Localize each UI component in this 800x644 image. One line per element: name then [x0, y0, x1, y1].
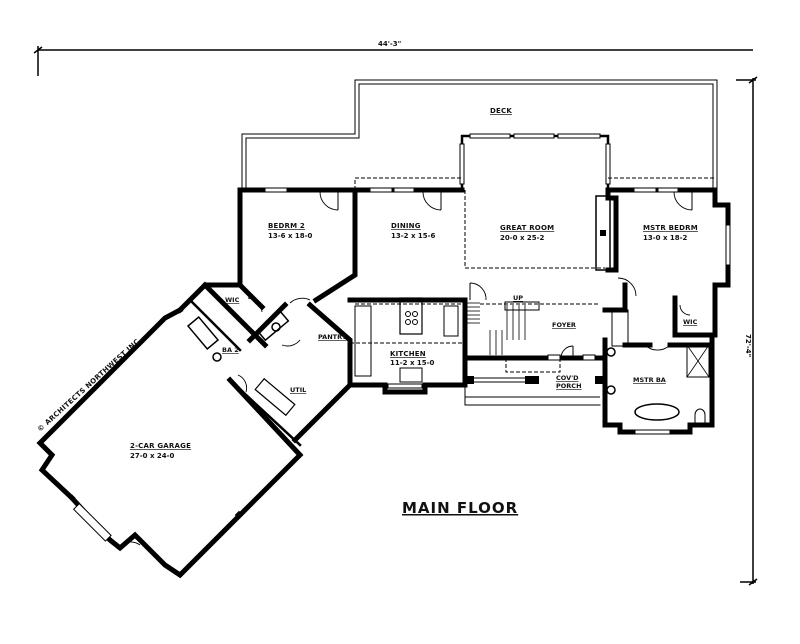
overall-width-label: 44'-3"	[378, 40, 401, 48]
depth-dimension: 72'-4"	[736, 76, 758, 586]
wic-right-label: WIC	[683, 318, 698, 326]
pantry-label: PANTRY	[318, 333, 347, 341]
stair-up-label: UP	[513, 294, 523, 302]
room-great-room: GREAT ROOM 20-0 x 25-2	[500, 187, 619, 273]
dining-label: DINING	[391, 222, 421, 230]
wic-left-label: WIC	[225, 296, 240, 304]
room-mstr-ba: WIC MSTR BA	[602, 295, 715, 435]
ba2-label: BA 2	[222, 346, 239, 354]
garage-dims: 27-0 x 24-0	[130, 452, 175, 460]
room-dining: DINING 13-2 x 15-6	[391, 191, 442, 240]
room-covd-porch: COV'D PORCH	[464, 358, 603, 406]
room-kitchen: KITCHEN 11-2 x 15-0	[347, 297, 468, 395]
deck-label: DECK	[490, 107, 512, 115]
great-room-bumpout	[459, 133, 611, 192]
foyer-label: FOYER	[552, 321, 576, 329]
mstr-ba-label: MSTR BA	[633, 376, 666, 384]
mstr-bedrm-dims: 13-0 x 18-2	[643, 234, 688, 242]
kitchen-label: KITCHEN	[390, 350, 426, 358]
porch-label-line2: PORCH	[556, 382, 582, 390]
great-room-label: GREAT ROOM	[500, 224, 554, 232]
bedrm2-label: BEDRM 2	[268, 222, 305, 230]
copyright-label: © ARCHITECTS NORTHWEST INC.	[36, 336, 143, 434]
overall-depth-label: 72'-4"	[744, 334, 752, 357]
room-foyer: UP FOYER	[462, 282, 629, 361]
width-dimension: 44'-3"	[33, 40, 753, 76]
plan-title: MAIN FLOOR	[402, 499, 518, 517]
mstr-bedrm-label: MSTR BEDRM	[643, 224, 698, 232]
util-label: UTIL	[290, 386, 306, 394]
porch-label-line1: COV'D	[556, 374, 579, 382]
great-room-dims: 20-0 x 25-2	[500, 234, 545, 242]
kitchen-dims: 11-2 x 15-0	[390, 359, 435, 367]
deck: DECK	[241, 79, 718, 191]
bedrm2-dims: 13-6 x 18-0	[268, 232, 313, 240]
rear-wall	[237, 187, 718, 193]
room-bedrm2: BEDRM 2 13-6 x 18-0	[237, 187, 358, 304]
room-garage: © ARCHITECTS NORTHWEST INC. 2-CAR GARAGE…	[36, 306, 304, 579]
dining-dims: 13-2 x 15-6	[391, 232, 436, 240]
garage-label: 2-CAR GARAGE	[130, 442, 191, 450]
room-mstr-bedrm: MSTR BEDRM 13-0 x 18-2	[617, 187, 731, 338]
